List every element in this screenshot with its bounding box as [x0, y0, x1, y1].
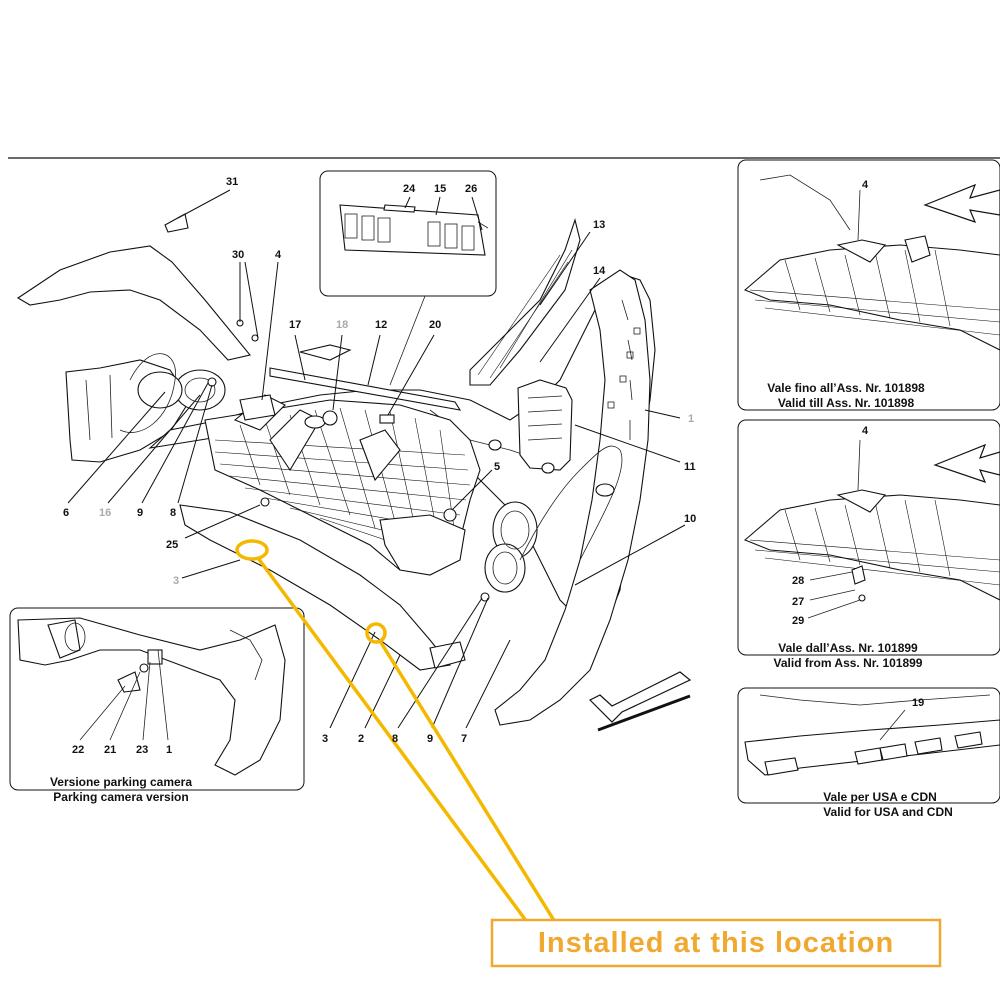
callout-3-left: 3: [173, 575, 179, 587]
inset-from-101899: [737, 419, 1000, 656]
callout-13: 13: [593, 219, 605, 231]
parking-camera-inset: [9, 607, 305, 791]
callout-4: 4: [275, 249, 282, 261]
highlight-ring-right: [365, 622, 387, 644]
callout-numbers: 31 30 4 24 15 26 13 14 17 18 12 20 1 11 …: [63, 176, 924, 756]
part-cap: [164, 213, 189, 233]
inset-mid-callout-29: 29: [792, 615, 804, 627]
installed-label-text: Installed at this location: [538, 927, 894, 959]
callout-3-bottom: 3: [322, 733, 328, 745]
caption-parking-it: Versione parking camera: [50, 775, 192, 789]
caption-usa-it: Vale per USA e CDN: [823, 790, 937, 804]
caption-till-en: Valid till Ass. Nr. 101898: [778, 396, 915, 410]
callout-1-inset: 1: [166, 744, 172, 756]
inset-till-101898: [737, 159, 1000, 411]
caption-from-it: Vale dall’Ass. Nr. 101899: [778, 641, 918, 655]
callout-31: 31: [226, 176, 238, 188]
callout-9-left: 9: [137, 507, 143, 519]
inset-top-callout-4: 4: [862, 179, 869, 191]
callout-12: 12: [375, 319, 387, 331]
installed-highlight: [235, 539, 557, 924]
installed-label-box: Installed at this location: [490, 918, 942, 968]
callout-26: 26: [465, 183, 477, 195]
captions: Versione parking camera Parking camera v…: [50, 381, 953, 819]
callout-1-main: 1: [688, 413, 694, 425]
callout-10: 10: [684, 513, 696, 525]
callout-17: 17: [289, 319, 301, 331]
callout-18: 18: [336, 319, 348, 331]
callout-7: 7: [461, 733, 467, 745]
inset-mid-callout-4: 4: [862, 425, 869, 437]
callout-16: 16: [99, 507, 111, 519]
caption-from-en: Valid from Ass. Nr. 101899: [774, 656, 923, 670]
callout-15: 15: [434, 183, 446, 195]
installed-label-frame: [490, 918, 942, 968]
callout-5: 5: [494, 461, 500, 473]
callout-25: 25: [166, 539, 178, 551]
callout-8-left: 8: [170, 507, 176, 519]
caption-till-it: Vale fino all’Ass. Nr. 101898: [767, 381, 925, 395]
callout-6: 6: [63, 507, 69, 519]
highlight-leader-right: [378, 640, 557, 923]
callout-30: 30: [232, 249, 244, 261]
highlight-leader-left: [256, 556, 529, 924]
caption-usa-en: Valid for USA and CDN: [823, 805, 953, 819]
callout-9-bottom: 9: [427, 733, 433, 745]
callout-23: 23: [136, 744, 148, 756]
callout-24: 24: [403, 183, 416, 195]
inset-mid-callout-27: 27: [792, 596, 804, 608]
callout-22: 22: [72, 744, 84, 756]
direction-arrow: [588, 671, 692, 723]
highlight-ring-left: [235, 539, 269, 561]
inset-bottom-callout-19: 19: [912, 697, 924, 709]
callout-14: 14: [593, 265, 606, 277]
callout-21: 21: [104, 744, 116, 756]
license-bracket-inset: [319, 170, 497, 386]
inset-mid-callout-28: 28: [792, 575, 804, 587]
callout-20: 20: [429, 319, 441, 331]
caption-parking-en: Parking camera version: [53, 790, 188, 804]
callout-2: 2: [358, 733, 364, 745]
callout-8-bottom: 8: [392, 733, 398, 745]
callout-11: 11: [684, 461, 696, 473]
inset-usa-cdn: [737, 687, 1000, 804]
